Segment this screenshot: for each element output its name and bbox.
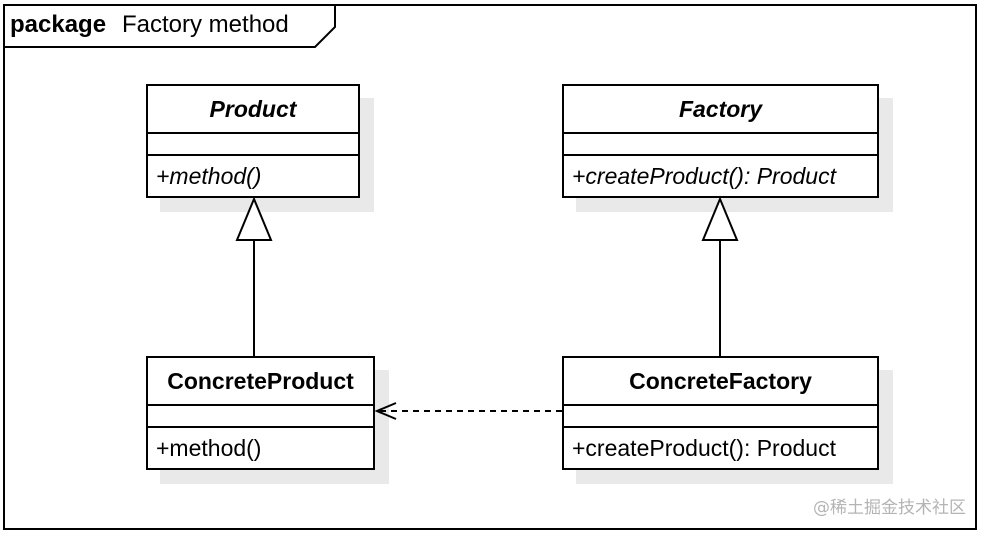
watermark: @稀土掘金技术社区 [813,498,966,518]
class-product[interactable]: Product +method() [146,84,360,198]
operation: +method() [156,163,262,189]
attributes-compartment [564,406,877,428]
class-name: ConcreteProduct [148,358,373,406]
operation: +createProduct(): Product [572,435,836,461]
generalization-product-arrow [235,196,273,356]
package-name: Factory method [122,11,289,38]
operation: +method() [156,435,262,461]
dependency-arrow [374,402,562,420]
class-name: ConcreteFactory [564,358,877,406]
generalization-factory-arrow [701,196,739,356]
class-name: Product [148,86,358,134]
package-keyword: package [10,11,107,38]
class-concrete-factory[interactable]: ConcreteFactory +createProduct(): Produc… [562,356,879,470]
attributes-compartment [148,406,373,428]
package-frame [3,4,977,530]
attributes-compartment [148,134,358,156]
class-name: Factory [564,86,877,134]
attributes-compartment [564,134,877,156]
operation: +createProduct(): Product [572,163,836,189]
class-factory[interactable]: Factory +createProduct(): Product [562,84,879,198]
class-concrete-product[interactable]: ConcreteProduct +method() [146,356,375,470]
